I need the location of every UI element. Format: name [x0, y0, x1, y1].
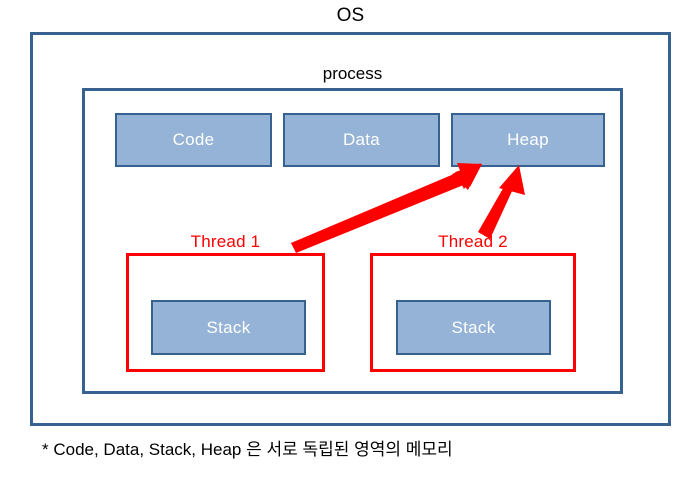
thread-2-stack-box: Stack [396, 300, 551, 355]
memory-segment-heap: Heap [451, 113, 605, 167]
thread-2-label: Thread 2 [438, 232, 508, 251]
memory-segment-code: Code [115, 113, 272, 167]
os-title: OS [336, 5, 365, 26]
thread-1-box [126, 253, 325, 372]
thread-2-box [370, 253, 576, 372]
thread-1-label: Thread 1 [190, 232, 261, 251]
memory-segment-data: Data [283, 113, 440, 167]
thread-1-stack-box: Stack [151, 300, 306, 355]
diagram-caption: * Code, Data, Stack, Heap 은 서로 독립된 영역의 메… [42, 440, 453, 459]
process-title: process [322, 64, 383, 83]
os-boundary-box [30, 32, 671, 426]
process-boundary-box [82, 88, 623, 394]
